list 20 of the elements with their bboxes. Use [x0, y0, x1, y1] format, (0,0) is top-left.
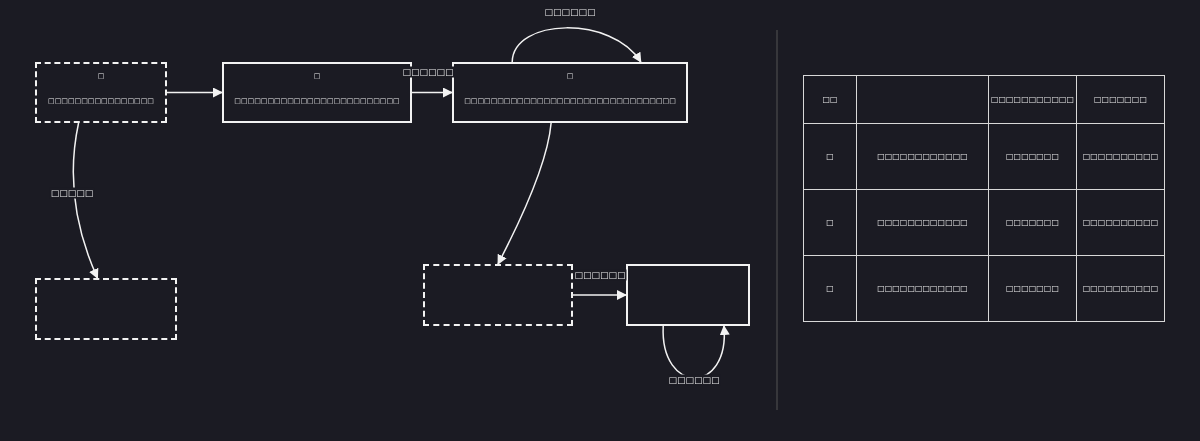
table-cell: □□ [803, 75, 857, 124]
edge-label: □□□□□□ [401, 66, 455, 78]
process-box [452, 62, 688, 123]
arrow [497, 122, 552, 265]
table-cell: □□□□□□□ [1076, 75, 1165, 124]
table-cell: □ [803, 255, 857, 322]
arrow [72, 122, 99, 279]
arrow [411, 87, 453, 98]
arrow [511, 27, 642, 63]
empty-box [423, 264, 573, 326]
empty-box [626, 264, 750, 326]
edge-label: □□□□□□ [573, 269, 627, 281]
empty-box [35, 278, 177, 340]
edge-label: □□□□□□ [667, 374, 721, 386]
table-cell: □□□□□□□□□□ [1076, 255, 1165, 322]
edge-label: □□□□□□ [543, 6, 597, 18]
edge-label: □□□□□ [49, 187, 95, 199]
arrow [166, 87, 223, 98]
process-box [35, 62, 167, 123]
arrow [572, 290, 627, 300]
